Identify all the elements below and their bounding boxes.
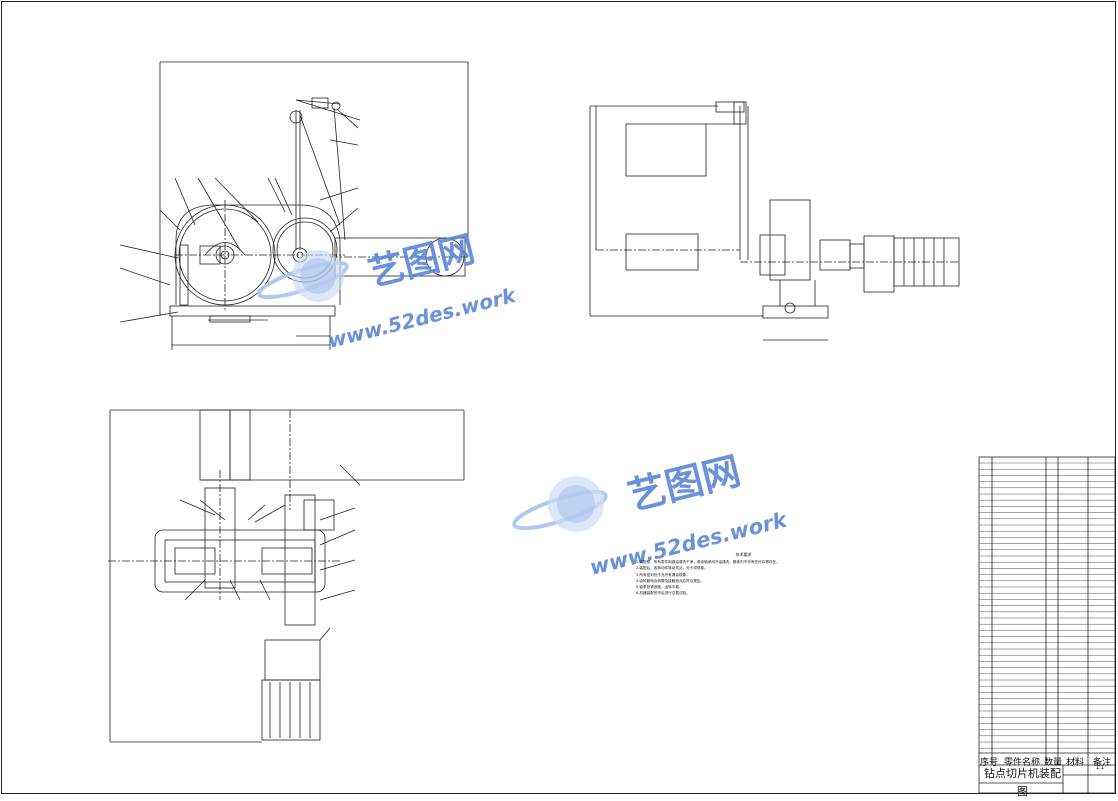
- top-view: [108, 409, 465, 743]
- globe-logo-icon: [512, 476, 608, 532]
- note-item: 5.链条张紧适度，运转平稳。: [636, 585, 683, 590]
- globe-logo-icon: [257, 250, 349, 302]
- header-remark: 备注: [1093, 758, 1112, 768]
- note-item: 6.机器装配完毕后进行空载试验。: [636, 591, 690, 596]
- notes-title: 技术要求: [735, 552, 752, 557]
- note-item: 1.装配前，所有零件用煤油清洗干净，滚动轴承用汽油清洗，箱体内不许有任何杂物存在…: [636, 560, 780, 565]
- header-name: 零件名称: [1004, 758, 1041, 768]
- note-item: 4.齿轮副啮合侧隙及接触斑点应符合规定。: [636, 578, 705, 583]
- technical-notes: 技术要求 1.装配前，所有零件用煤油清洗干净，滚动轴承用汽油清洗，箱体内不许有任…: [636, 552, 851, 596]
- side-view: [589, 101, 960, 341]
- header-qty: 数量: [1044, 758, 1063, 768]
- drawing-title: 钻点切片机装配图: [984, 767, 1061, 798]
- table-rows: [979, 462, 1115, 749]
- watermark-cn: 艺图网: [364, 229, 479, 295]
- note-item: 3.所有密封处不允许有漏油现象。: [636, 572, 690, 577]
- watermark-url: www.52des.work: [325, 283, 519, 353]
- note-item: 2.装配后，各转动件转动灵活，无卡滞现象。: [636, 566, 708, 571]
- header-seq: 序号: [980, 758, 999, 768]
- header-material: 材料: [1066, 758, 1085, 768]
- parts-table: [978, 456, 1116, 794]
- watermark-cn: 艺图网: [624, 448, 745, 518]
- drawing-scale: 1:1: [1096, 765, 1105, 771]
